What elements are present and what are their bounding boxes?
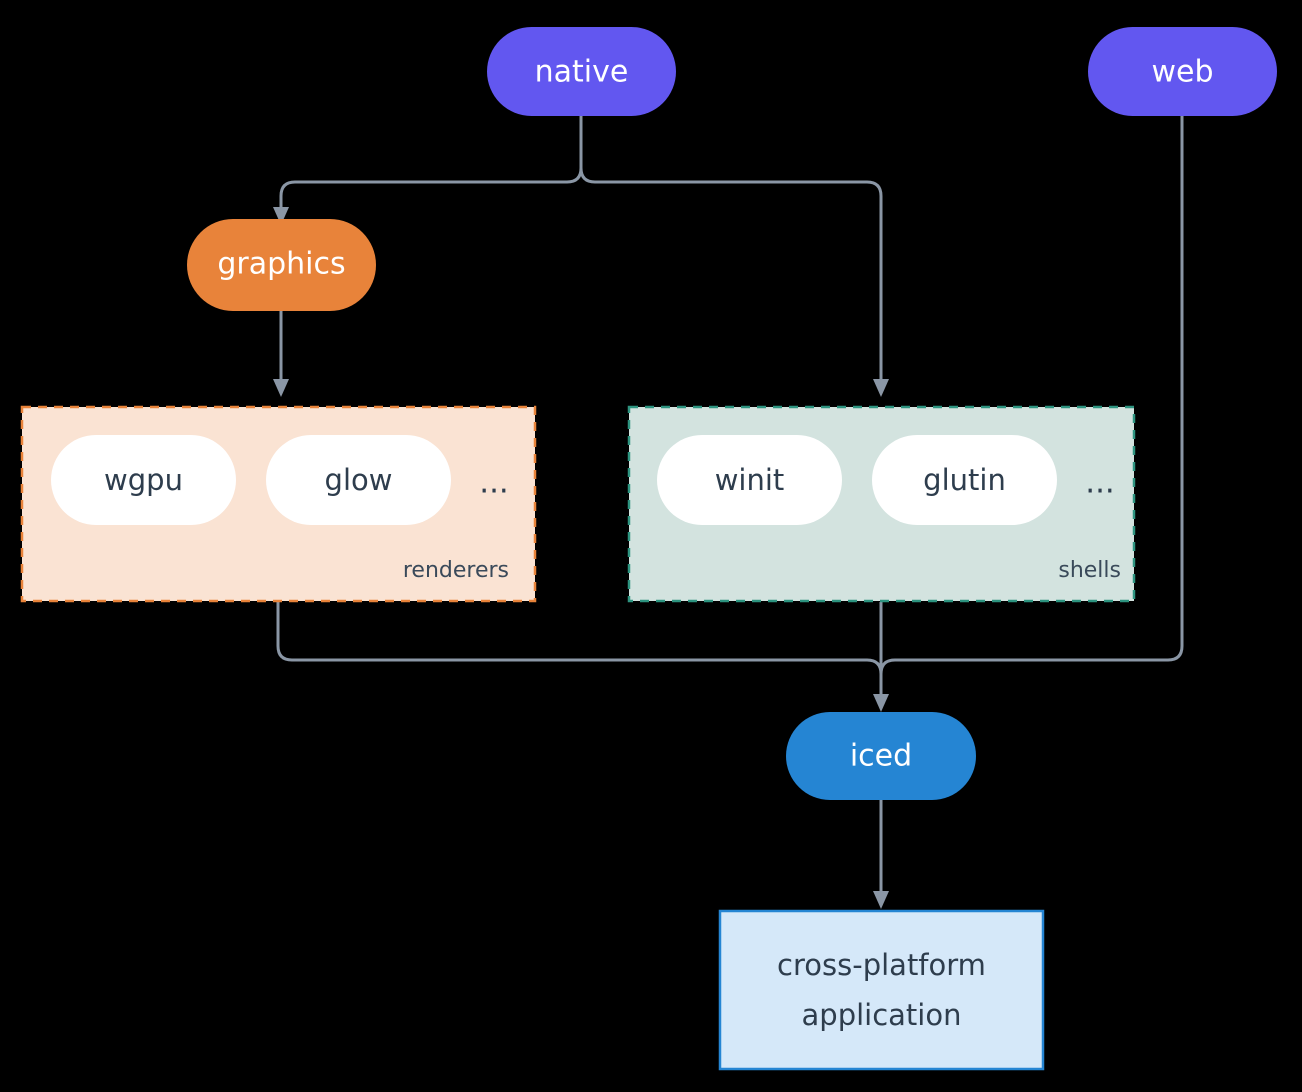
winit-pill	[657, 435, 842, 525]
node-iced[interactable]: iced	[786, 712, 976, 800]
glutin-pill	[872, 435, 1057, 525]
edge-layer	[273, 116, 1184, 909]
node-application[interactable]: cross-platform application	[718, 909, 1045, 1071]
edge-renderers-to-iced	[276, 602, 883, 698]
iced-shape	[786, 712, 976, 800]
node-native[interactable]: native	[487, 27, 676, 116]
wgpu-label: wgpu	[104, 463, 183, 497]
shells-ellipsis: ...	[1085, 465, 1115, 501]
web-label: web	[1151, 55, 1213, 90]
arrowhead-native-to-shells	[873, 379, 889, 397]
wgpu-pill	[51, 435, 236, 525]
glow-pill	[266, 435, 451, 525]
renderers-ellipsis: ...	[479, 465, 509, 501]
web-shape	[1088, 27, 1277, 116]
edge-native-to-graphics	[279, 116, 583, 212]
edge-native-to-shells	[579, 116, 883, 383]
arrowhead-native-to-graphics	[273, 207, 289, 225]
glow-label: glow	[325, 463, 393, 497]
iced-label: iced	[850, 739, 912, 774]
winit-label: winit	[715, 463, 785, 497]
node-graphics[interactable]: graphics	[187, 219, 376, 311]
shells-cluster-label: shells	[1058, 558, 1121, 583]
application-label-line1: cross-platform	[777, 948, 986, 982]
graphics-shape	[187, 219, 376, 311]
renderers-item-wgpu[interactable]: wgpu	[51, 435, 236, 525]
native-shape	[487, 27, 676, 116]
application-shape	[718, 909, 1045, 1071]
shells-item-winit[interactable]: winit	[657, 435, 842, 525]
renderers-item-glow[interactable]: glow	[266, 435, 451, 525]
node-web[interactable]: web	[1088, 27, 1277, 116]
arrowhead-merge-to-iced	[873, 694, 889, 712]
application-label-line2: application	[802, 998, 962, 1032]
cluster-renderers[interactable]: wgpu glow ... renderers	[20, 405, 537, 603]
edge-web-to-iced	[879, 116, 1184, 698]
renderers-cluster-label: renderers	[403, 558, 509, 583]
arrowhead-graphics-to-renderers	[273, 379, 289, 397]
native-label: native	[535, 55, 629, 90]
arrowhead-iced-to-application	[873, 891, 889, 909]
graphics-label: graphics	[217, 247, 345, 282]
glutin-label: glutin	[923, 463, 1006, 497]
shells-item-glutin[interactable]: glutin	[872, 435, 1057, 525]
cluster-shells[interactable]: winit glutin ... shells	[627, 405, 1136, 603]
